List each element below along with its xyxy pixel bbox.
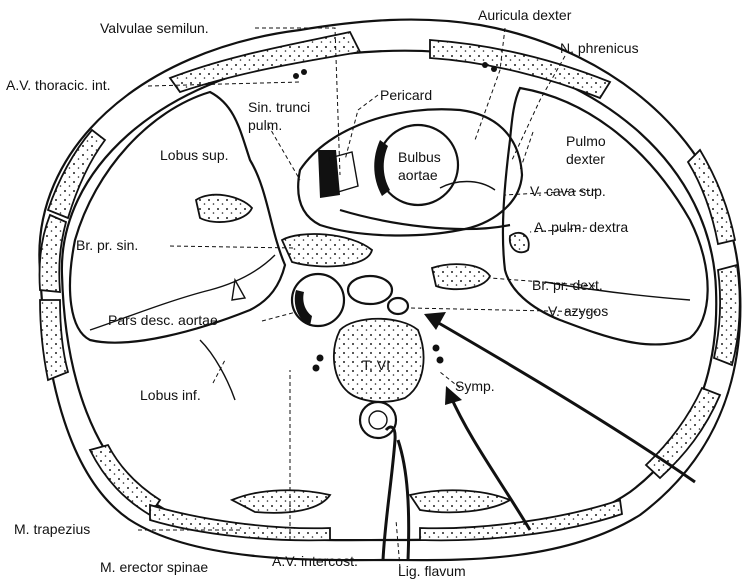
right-bronchus-shape [432, 264, 490, 289]
erector-spinae-right [410, 490, 510, 512]
rib-right-mid [714, 265, 740, 365]
label-sin-trunci: Sin. trunci [248, 99, 310, 115]
mediastinum-structures [196, 195, 529, 326]
label-lobus-sup: Lobus sup. [160, 147, 229, 163]
label-auricula-dexter: Auricula dexter [478, 7, 572, 23]
label-aortae: aortae [398, 167, 438, 183]
label-valvulae-semilun: Valvulae semilun. [100, 20, 209, 36]
azygos-shape [388, 298, 408, 314]
label-dexter: dexter [566, 151, 605, 167]
label-pericard: Pericard [380, 87, 432, 103]
label-br-pr-sin: Br. pr. sin. [76, 237, 138, 253]
label-av-thoracic-int: A.V. thoracic. int. [6, 77, 111, 93]
label-t-vi: T. VI [362, 357, 390, 373]
rib-anterior-left [170, 32, 360, 92]
label-av-intercost: A.V. intercost. [272, 553, 358, 569]
right-pulmonary-artery-shape [510, 233, 529, 252]
label-a-pulm-dextra: A. pulm. dextra [534, 219, 628, 235]
label-bulbus: Bulbus [398, 149, 441, 165]
bulbus-aortae-shape [378, 125, 458, 205]
label-lig-flavum: Lig. flavum [398, 563, 466, 579]
left-pulmonary-vessel [196, 195, 252, 222]
erector-spinae-left [232, 490, 330, 513]
label-symp: Symp. [455, 378, 495, 394]
left-bronchus-shape [282, 234, 372, 266]
spinal-canal [360, 402, 396, 438]
esophagus-shape [348, 276, 392, 304]
label-m-erector-spinae: M. erector spinae [100, 559, 208, 575]
label-pulmo: Pulmo [566, 133, 606, 149]
label-m-trapezius: M. trapezius [14, 521, 90, 537]
label-lobus-inf: Lobus inf. [140, 387, 201, 403]
leader-lines [138, 28, 597, 568]
label-pars-desc-aortae: Pars desc. aortae [108, 312, 218, 328]
label-v-azygos: V. azygos [548, 303, 608, 319]
label-br-pr-dext: Br. pr. dext. [532, 277, 603, 293]
label-v-cava-sup: V. cava sup. [530, 183, 606, 199]
label-pulm: pulm. [248, 117, 282, 133]
rib-right-lower [646, 388, 720, 478]
label-n-phrenicus: N. phrenicus [560, 40, 639, 56]
